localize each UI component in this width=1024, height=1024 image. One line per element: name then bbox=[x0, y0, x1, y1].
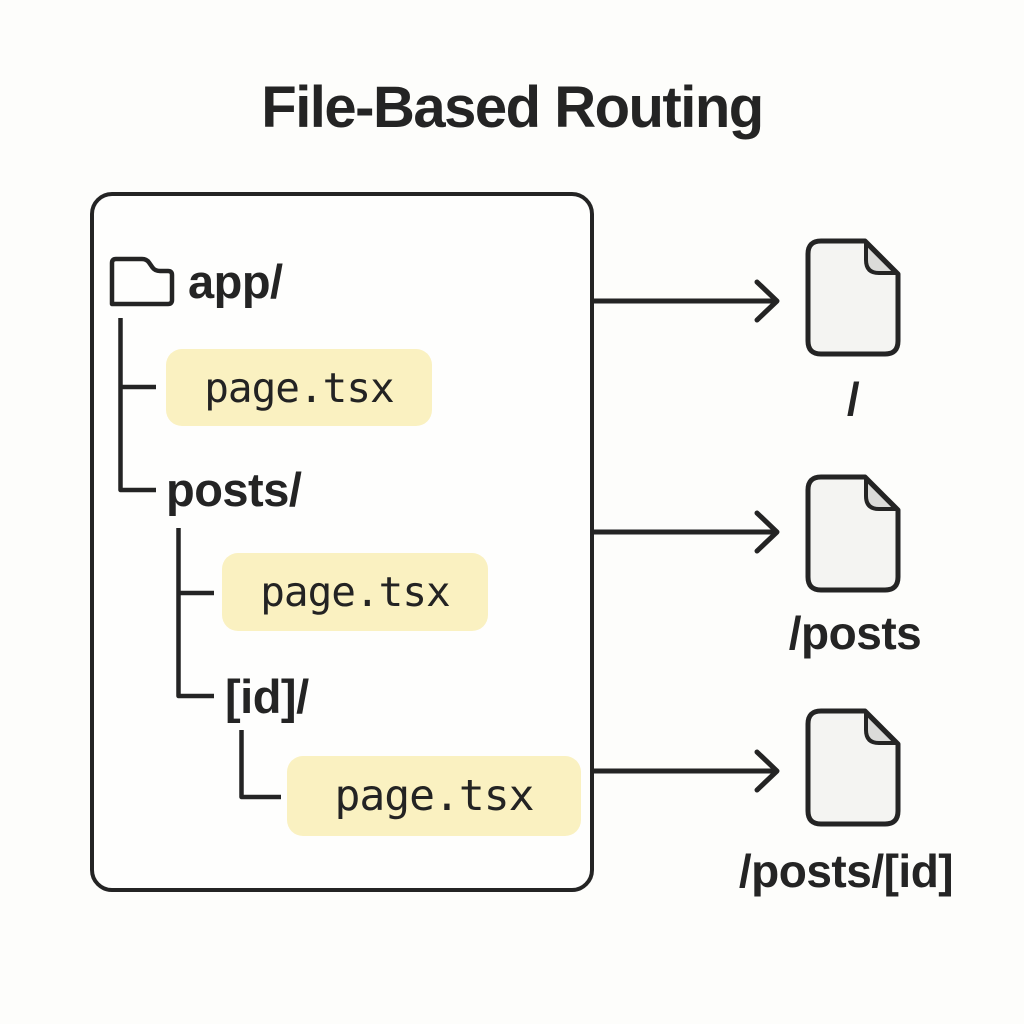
route-label-post-id: /posts/[id] bbox=[738, 845, 954, 897]
route-label-posts: /posts bbox=[788, 607, 922, 659]
tree-item-posts-folder: posts/ bbox=[166, 463, 302, 516]
file-icon bbox=[805, 474, 901, 593]
arrow-to-posts-route bbox=[591, 510, 780, 554]
arrow-to-root-route bbox=[591, 279, 780, 323]
arrow-to-post-id-route bbox=[591, 749, 780, 793]
tree-item-id-folder: [id]/ bbox=[225, 670, 309, 723]
page-title: File-Based Routing bbox=[261, 75, 764, 140]
route-label-root: / bbox=[846, 373, 860, 425]
file-icon bbox=[805, 708, 901, 827]
tree-item-page-tsx-id: page.tsx bbox=[287, 756, 581, 836]
tree-item-page-tsx-posts: page.tsx bbox=[222, 553, 488, 631]
tree-item-page-tsx-root: page.tsx bbox=[166, 349, 432, 426]
file-icon bbox=[805, 238, 901, 357]
tree-item-app-folder: app/ bbox=[188, 255, 283, 308]
